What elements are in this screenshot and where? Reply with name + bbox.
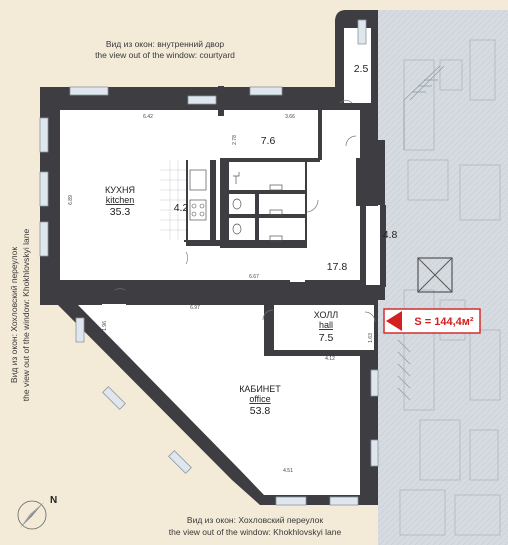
kitchen-tiles — [160, 160, 207, 240]
door-swings — [114, 99, 376, 323]
total-area-marker: S = 144,4м² — [383, 308, 481, 334]
caption-courtyard-ru: Вид из окон: внутренний двор — [106, 39, 225, 49]
dim-6-42: 6.42 — [143, 114, 153, 120]
room-kitchen-name-ru: КУХНЯ — [105, 185, 135, 195]
compass: N — [17, 495, 57, 530]
dim-1-63: 1.63 — [368, 333, 374, 343]
caption-lane-bottom-ru: Вид из окон: Хохловский переулок — [187, 515, 323, 525]
compass-north-label: N — [50, 495, 57, 506]
dim-6-89: 6.89 — [68, 195, 74, 205]
room-17-8-area: 17.8 — [327, 261, 348, 273]
room-hall-area: 7.5 — [319, 332, 334, 344]
caption-lane-side-en: the view out of the window: Khokhlovskyi… — [21, 229, 31, 402]
caption-lane-bottom-en: the view out of the window: Khokhlovskyi… — [169, 527, 342, 537]
room-kitchen: КУХНЯ kitchen 35.3 — [105, 185, 135, 218]
room-hall-name-ru: ХОЛЛ — [314, 310, 339, 320]
room-office: КАБИНЕТ office 53.8 — [239, 384, 281, 417]
room-office-area: 53.8 — [250, 405, 271, 417]
dim-3-66: 3.66 — [285, 114, 295, 120]
room-4-8-area: 4.8 — [383, 229, 398, 241]
dim-1-96: 1.96 — [102, 321, 108, 331]
caption-lane-side-ru: Вид из окон: Хохловский переулок — [9, 247, 19, 383]
dim-2-78: 2.78 — [232, 135, 238, 145]
total-area-label: S = 144,4м² — [414, 316, 474, 328]
arrow-icon — [386, 311, 402, 331]
windows — [39, 19, 379, 506]
dim-6-67: 6.67 — [249, 274, 259, 280]
room-hall-name-en: hall — [319, 320, 333, 330]
room-2-5-area: 2.5 — [354, 63, 369, 75]
room-4-2-area: 4.2 — [174, 202, 189, 214]
dim-4-51: 4.51 — [283, 468, 293, 474]
neighbor-building — [378, 10, 508, 545]
dim-4-12: 4.12 — [325, 356, 335, 362]
caption-courtyard-en: the view out of the window: courtyard — [95, 50, 235, 60]
bathroom-fixtures — [229, 162, 305, 242]
room-hall: ХОЛЛ hall 7.5 — [314, 310, 339, 344]
room-kitchen-name-en: kitchen — [106, 195, 135, 205]
room-kitchen-area: 35.3 — [110, 206, 131, 218]
room-office-name-ru: КАБИНЕТ — [239, 384, 281, 394]
room-7-6-area: 7.6 — [261, 135, 276, 147]
dim-6-97: 6.97 — [190, 305, 200, 311]
room-office-name-en: office — [249, 394, 270, 404]
